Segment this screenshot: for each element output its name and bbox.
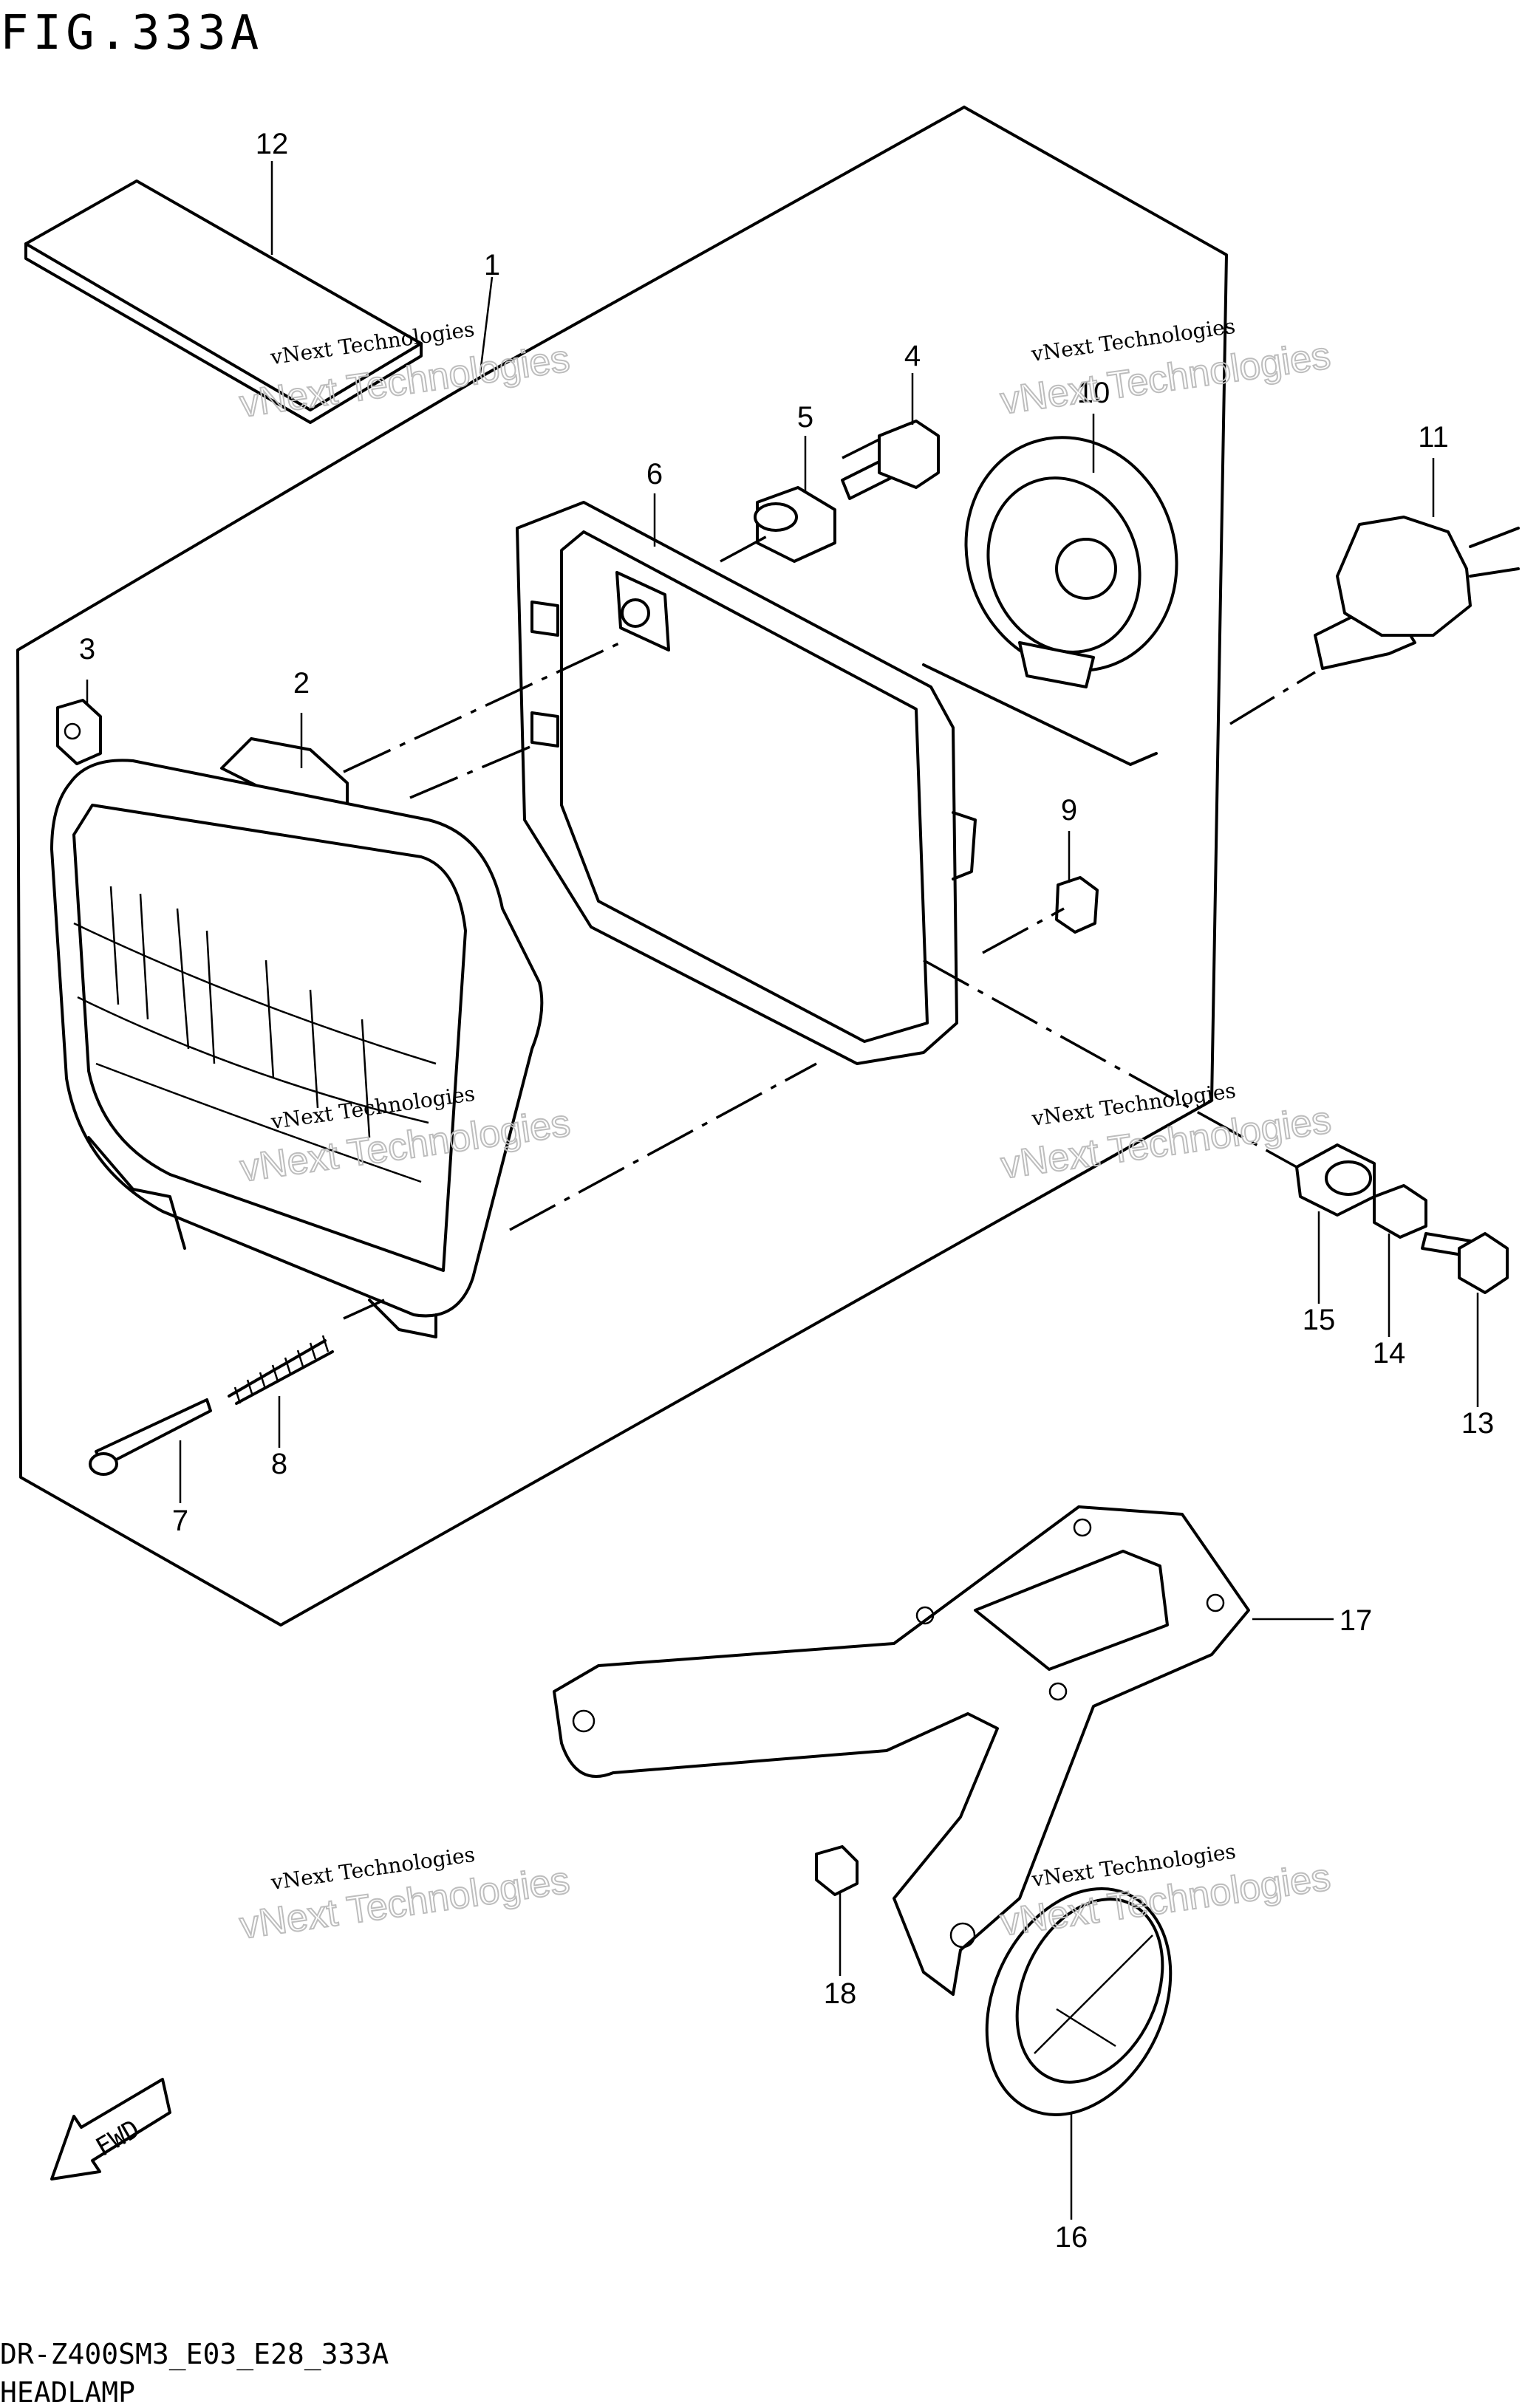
callout-2: 2 bbox=[293, 667, 310, 700]
callout-12: 12 bbox=[256, 128, 289, 160]
figure-title: FIG.333A bbox=[0, 6, 263, 61]
callout-numbers: 12 1 3 2 4 5 6 10 11 9 7 8 15 14 13 17 1… bbox=[79, 128, 1494, 2254]
part-8-spring bbox=[228, 1335, 334, 1405]
callout-6: 6 bbox=[646, 458, 663, 490]
part-17-bracket bbox=[553, 1505, 1250, 1996]
part-10-socket-cover bbox=[964, 436, 1178, 688]
callout-10: 10 bbox=[1077, 377, 1110, 409]
callout-9: 9 bbox=[1061, 794, 1077, 827]
callout-5: 5 bbox=[797, 401, 813, 434]
callout-11: 11 bbox=[1418, 421, 1449, 454]
part-11-bulb bbox=[1314, 516, 1520, 670]
callout-18: 18 bbox=[824, 1977, 857, 2010]
leader-lines bbox=[86, 161, 1479, 2220]
callout-7: 7 bbox=[172, 1505, 188, 1537]
part-18-nut bbox=[815, 1845, 859, 1896]
part-3-nut bbox=[56, 699, 102, 765]
assembly-lines bbox=[343, 438, 1316, 1320]
part-5-grommet bbox=[754, 486, 836, 563]
part-16-reflector bbox=[985, 1887, 1173, 2116]
part-2-headlamp-unit bbox=[50, 737, 544, 1338]
watermark-top-right: vNext Technologies vNext Technologies bbox=[997, 314, 1334, 424]
callout-4: 4 bbox=[904, 340, 921, 372]
part-6-headlamp-frame bbox=[516, 501, 977, 1065]
part-15-grommet bbox=[1295, 1143, 1376, 1217]
callout-3: 3 bbox=[79, 633, 95, 666]
part-14-collar bbox=[1373, 1184, 1427, 1239]
callout-15: 15 bbox=[1303, 1304, 1336, 1336]
section-name: HEADLAMP bbox=[0, 2376, 135, 2408]
callout-17: 17 bbox=[1340, 1604, 1373, 1637]
part-4-bolt bbox=[841, 420, 940, 500]
callout-16: 16 bbox=[1055, 2221, 1088, 2254]
watermark-bottom-right: vNext Technologies vNext Technologies bbox=[997, 1839, 1334, 1946]
part-13-bolt bbox=[1421, 1232, 1509, 1294]
callout-1: 1 bbox=[484, 249, 500, 281]
model-code: DR-Z400SM3_E03_E28_333A bbox=[0, 2338, 389, 2371]
part-9-clip-nut bbox=[1055, 876, 1099, 934]
watermark-mid-right: vNext Technologies vNext Technologies bbox=[997, 1078, 1334, 1188]
assembly-outline bbox=[16, 106, 1228, 1627]
callout-14: 14 bbox=[1373, 1337, 1406, 1369]
watermark-bottom-left: vNext Technologies vNext Technologies bbox=[236, 1842, 573, 1949]
callout-13: 13 bbox=[1461, 1407, 1495, 1440]
callout-8: 8 bbox=[271, 1448, 287, 1480]
fwd-arrow-icon: FWD bbox=[50, 2078, 171, 2180]
part-12-label-sticker bbox=[24, 179, 423, 424]
part-7-screw bbox=[89, 1398, 212, 1476]
